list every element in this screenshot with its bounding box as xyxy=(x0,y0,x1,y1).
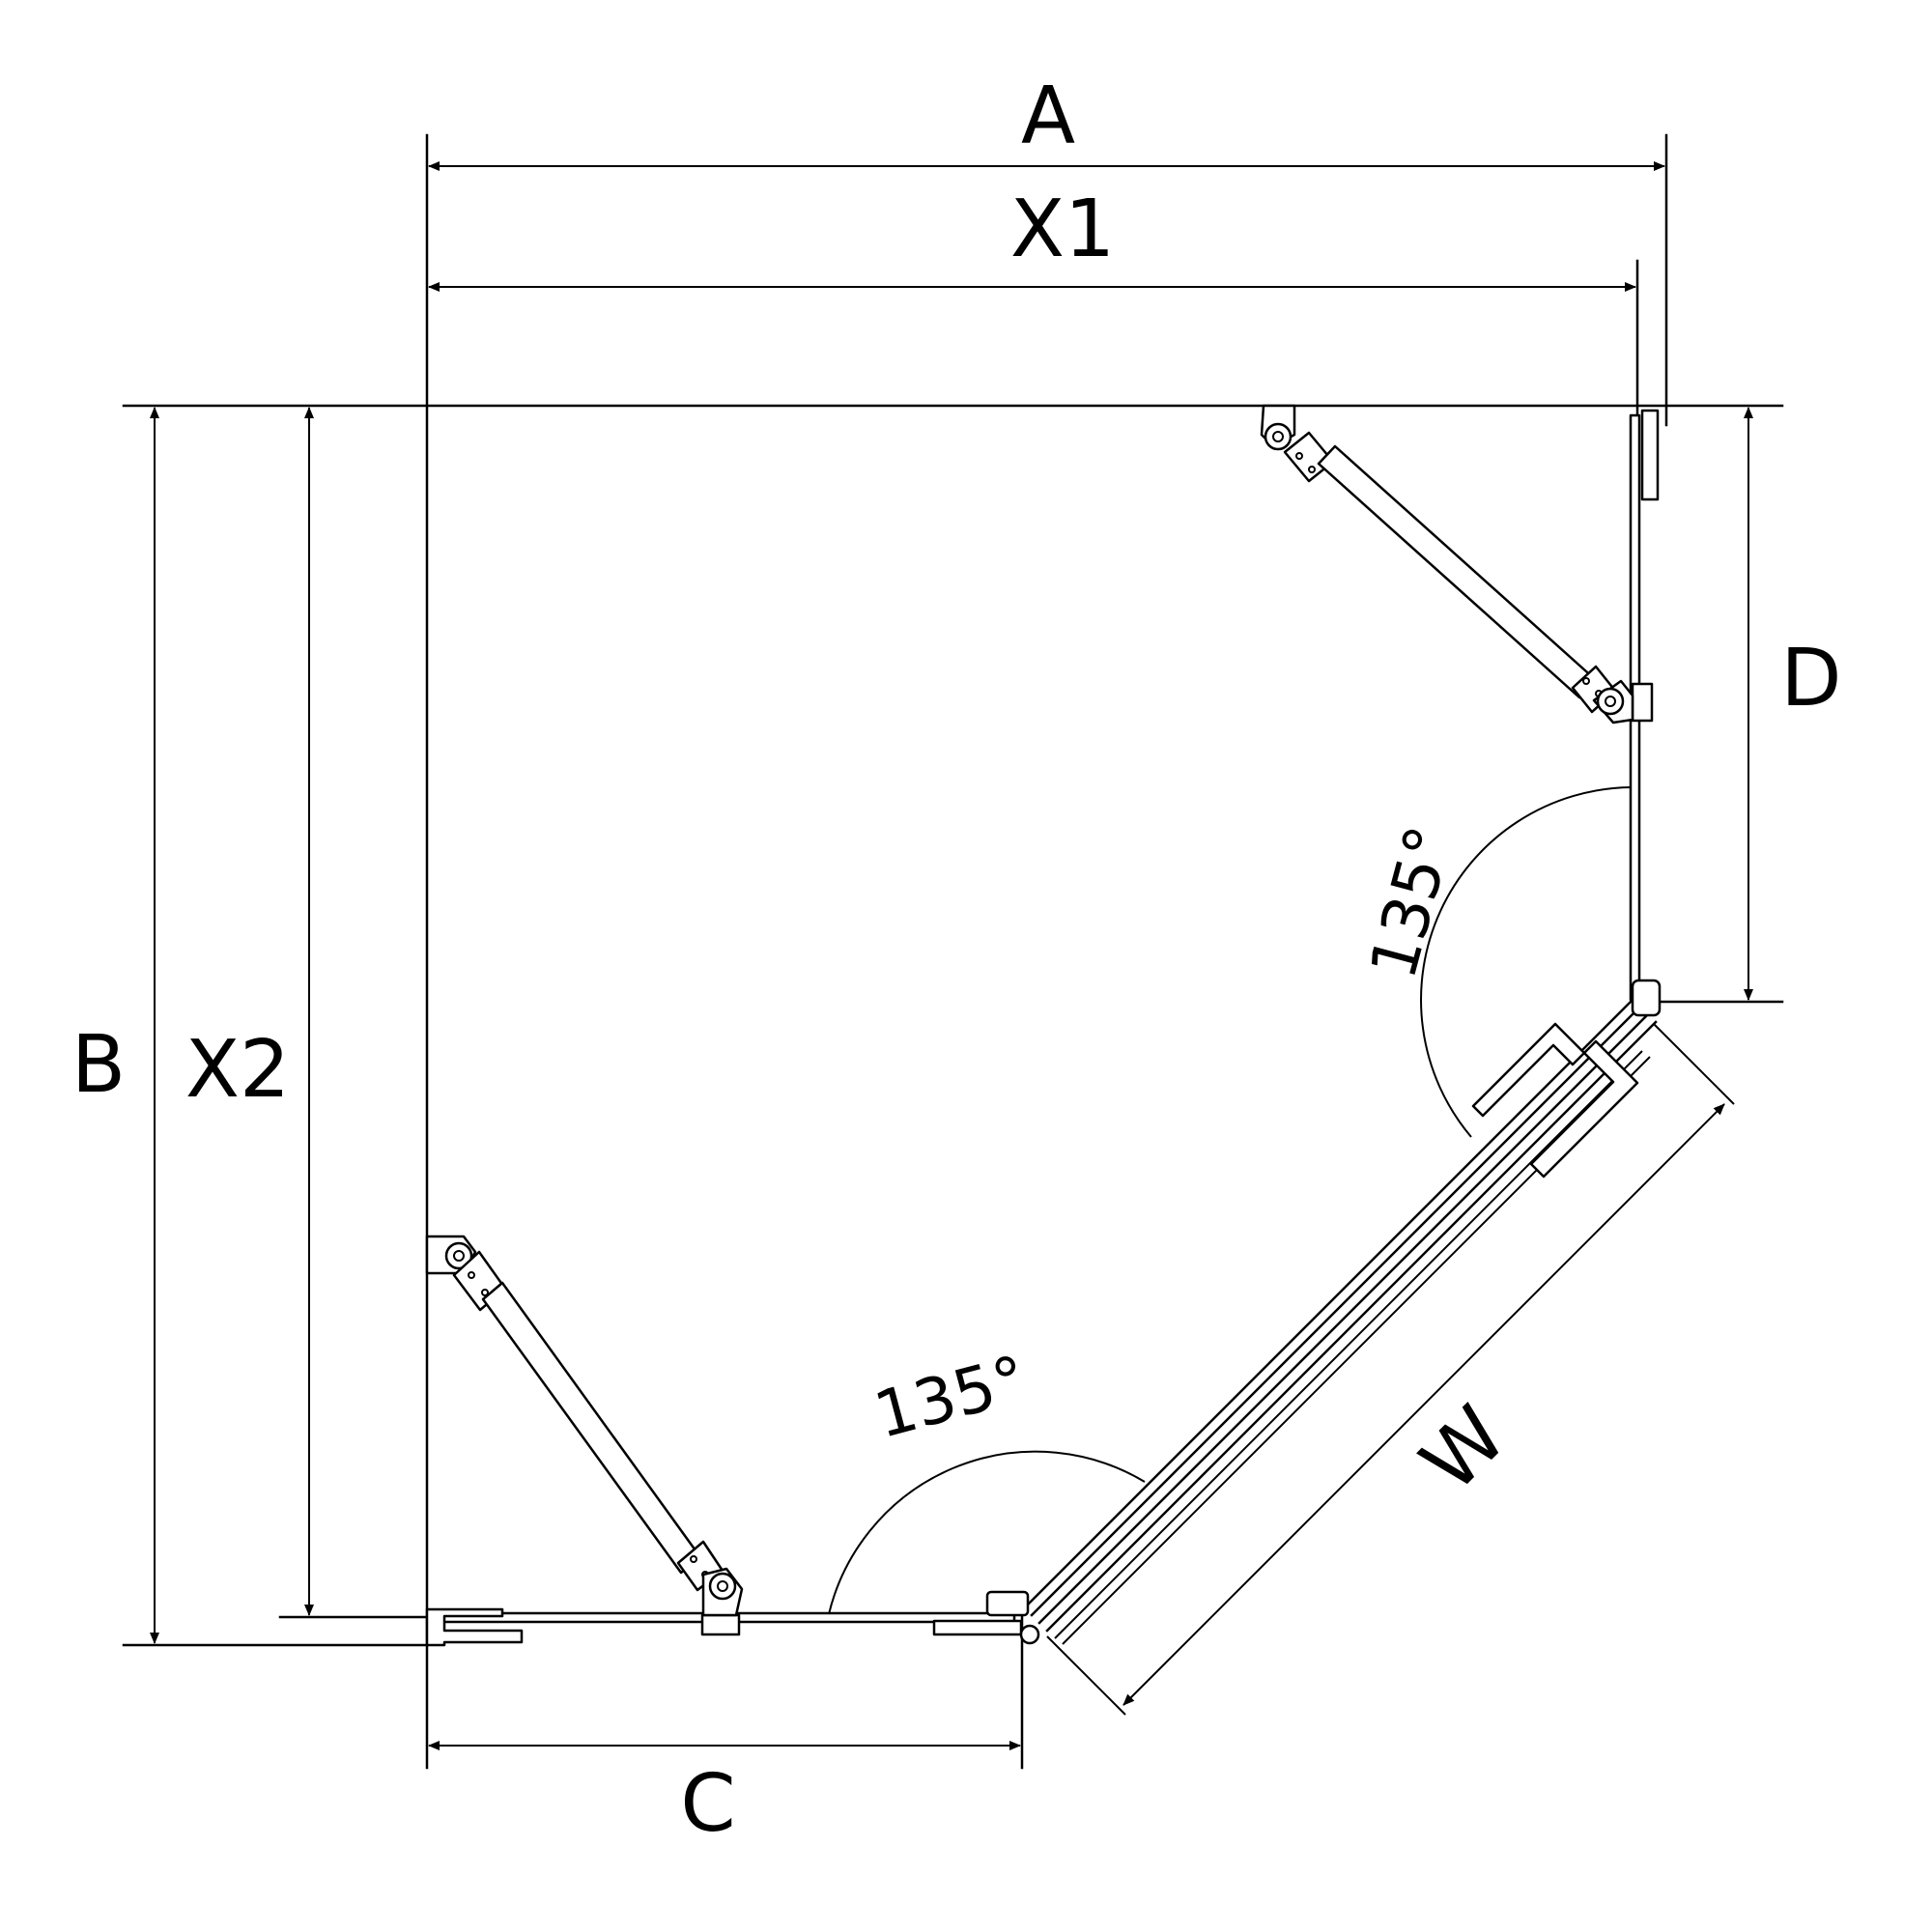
dimension-labels: A X1 B X2 C D W 135° 135° xyxy=(71,71,1842,1850)
label-x2: X2 xyxy=(185,1024,290,1116)
support-bars xyxy=(425,404,1634,1617)
label-d: D xyxy=(1780,633,1841,724)
label-b: B xyxy=(71,1019,126,1111)
label-c: C xyxy=(680,1758,735,1850)
door-hinge-bottom xyxy=(1019,1624,1040,1645)
right-panel-bracket xyxy=(1631,682,1654,723)
label-a: A xyxy=(1021,71,1075,162)
bottom-corner-hinge xyxy=(985,1590,1030,1617)
angle-arcs xyxy=(828,786,1633,1615)
right-wall-profile xyxy=(1640,409,1660,501)
bottom-wall-profile xyxy=(425,1607,524,1647)
bottom-angle-arc xyxy=(828,1450,1146,1615)
w-extension-top xyxy=(1653,1023,1735,1105)
bottom-panel-bracket xyxy=(700,1613,741,1636)
door-hinge-top xyxy=(1631,979,1662,1017)
bottom-panel-end-block xyxy=(932,1619,1023,1636)
label-angle-bottom: 135° xyxy=(867,1342,1034,1454)
dim-w-line xyxy=(1122,1103,1725,1706)
walls xyxy=(122,133,1784,1770)
label-angle-right: 135° xyxy=(1356,818,1468,985)
right-angle-arc xyxy=(1420,786,1633,1138)
diagonal-door xyxy=(985,979,1662,1645)
support-bar-top xyxy=(1260,404,1634,724)
support-bar-bottom xyxy=(425,1235,744,1617)
w-extension-bottom xyxy=(1046,1635,1126,1716)
label-x1: X1 xyxy=(1010,184,1115,275)
dimension-lines xyxy=(150,161,1753,1750)
